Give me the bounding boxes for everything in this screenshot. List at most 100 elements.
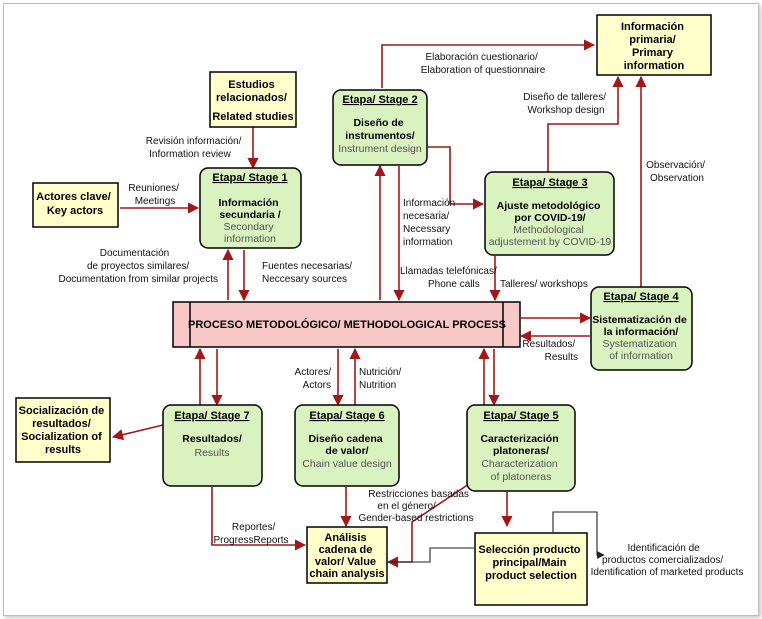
stage-5-es-1: Caracterización <box>480 433 558 445</box>
stage-6-title: Etapa/ Stage 6 <box>309 410 384 422</box>
analysis-line-3: valor/ Value <box>315 556 376 568</box>
label-restrictions-2: en el género/ <box>377 501 436 512</box>
selection-line-2: principal/Main <box>492 557 566 569</box>
label-actors: Actores/ Actors <box>295 367 334 391</box>
socialization-line-2: resultados/ <box>32 418 91 430</box>
arrow-stage7-to-analysis <box>211 487 307 551</box>
stage-1-en-2: information <box>224 233 276 245</box>
stage-2-box: Etapa/ Stage 2 Diseño de instrumentos/ I… <box>332 89 428 166</box>
label-elaboration-1: Elaboración cuestionario/ <box>425 52 538 63</box>
stage-4-title: Etapa/ Stage 4 <box>603 291 679 303</box>
primary-info-line-4: information <box>624 60 685 72</box>
selection-line-1: Selección producto <box>478 544 580 556</box>
key-actors-line-2: Key actors <box>47 205 103 217</box>
box-value-chain-analysis: Análisis cadena de valor/ Value chain an… <box>306 526 388 584</box>
stage-5-es-2: platoneras/ <box>493 445 549 457</box>
label-actors-1: Actores/ <box>295 367 332 378</box>
svg-text:Instrument design: Instrument design <box>338 143 422 155</box>
stage-7-title: Etapa/ Stage 7 <box>174 410 249 422</box>
stage-3-en-1: Methodological <box>513 224 584 236</box>
label-meetings: Reuniones/ Meetings <box>128 183 181 207</box>
label-phone-calls: Llamadas telefónicas/ Phone calls <box>400 266 500 290</box>
label-restrictions-1: Restricciones basadas <box>368 489 469 500</box>
label-sources-1: Fuentes necesarias/ <box>262 261 352 272</box>
svg-text:Diseño de instrumentos/: Diseño de instrumentos/ <box>345 117 415 142</box>
selection-line-3: product selection <box>485 570 577 582</box>
arrow-stage3-to-primary <box>547 75 624 172</box>
primary-info-line-1: Información <box>621 21 684 33</box>
stage-4-en-1: Systematization <box>602 338 676 350</box>
primary-info-line-3: Primary <box>632 47 674 59</box>
stage-1-title: Etapa/ Stage 1 <box>212 172 287 184</box>
label-documentation-2: de proyectos similares/ <box>87 261 189 272</box>
svg-text:Systematization of infor: Systematization of information <box>602 338 679 362</box>
label-restrictions: Restricciones basadas en el género/ Gend… <box>358 489 473 524</box>
label-results: Resultados/ Results <box>522 339 578 363</box>
label-observation: Observación/ Observation <box>646 160 708 184</box>
label-workshop-design: Diseño de talleres/ Workshop design <box>523 92 609 116</box>
stage-2-en-1: Instrument design <box>338 143 422 155</box>
analysis-line-1: Análisis <box>324 532 366 544</box>
label-necessary-info-3: Necessary <box>403 224 450 235</box>
related-studies-line-1: Estudios <box>228 79 274 91</box>
label-nutrition-1: Nutrición/ <box>359 367 401 378</box>
svg-text:Sistematización de la in: Sistematización de la información/ <box>592 314 689 338</box>
stage-1-es-1: Información <box>218 197 278 209</box>
svg-text:Ajuste metodológico por: Ajuste metodológico por COVID-19/ <box>497 200 604 224</box>
connector-arrows <box>111 39 647 568</box>
arrow-labels: Elaboración cuestionario/ Elaboration of… <box>59 52 744 578</box>
label-nutrition-2: Nutrition <box>359 380 396 391</box>
box-key-actors: Actores clave/ Key actors <box>32 182 119 228</box>
stage-5-en-1: Characterization <box>481 458 558 470</box>
label-phone-calls-1: Llamadas telefónicas/ <box>400 266 497 277</box>
label-observation-2: Observation <box>650 173 704 184</box>
arrow-selection-to-identification <box>552 511 605 559</box>
label-results-1: Resultados/ <box>522 339 575 350</box>
label-necessary-info-1: Información <box>403 198 455 209</box>
label-identification-2: productos comercializados/ <box>602 555 723 566</box>
process-label: PROCESO METODOLÓGICO/ METHODOLOGICAL PRO… <box>188 318 506 331</box>
label-workshops: Talleres/ workshops <box>500 279 588 290</box>
label-elaboration: Elaboración cuestionario/ Elaboration of… <box>421 52 546 76</box>
analysis-line-2: cadena de <box>319 544 373 556</box>
stage-4-box: Etapa/ Stage 4 Sistematización de la inf… <box>590 286 693 371</box>
related-studies-line-3: Related studies <box>212 111 293 123</box>
stage-4-es-1: Sistematización de <box>592 314 687 326</box>
svg-text:Actores clave/ Key actor: Actores clave/ Key actors <box>36 191 114 217</box>
label-restrictions-3: Gender-based restrictions <box>358 513 473 524</box>
label-documentation-3: Documentation from similar projects <box>59 274 219 285</box>
svg-text:Caracterización platoner: Caracterización platoneras/ <box>480 433 561 457</box>
label-necessary-info: Información necesaria/ Necessary informa… <box>403 198 458 248</box>
stage-3-en-2: adjustement by COVID-19 <box>489 236 612 248</box>
black-connectors <box>388 511 605 563</box>
svg-text:Socialización de resulta: Socialización de resultados/ Socializati… <box>19 405 108 456</box>
label-identification-1: Identificación de <box>627 543 700 554</box>
label-actors-2: Actors <box>303 380 331 391</box>
svg-text:Secondary information: Secondary information <box>223 221 276 245</box>
svg-text:Results: Results <box>194 447 229 459</box>
stage-5-title: Etapa/ Stage 5 <box>483 410 558 422</box>
stage-4-es-2: la información/ <box>604 326 679 338</box>
label-sources-2: Neccesary sources <box>262 274 347 285</box>
arrow-stage2-to-stage3 <box>428 146 485 210</box>
analysis-line-4: chain analysis <box>309 568 384 580</box>
stage-3-title: Etapa/ Stage 3 <box>512 177 587 189</box>
label-results-2: Results <box>545 352 578 363</box>
stage-6-es-2: de valor/ <box>325 445 368 457</box>
stage-5-en-2: of platoneras <box>491 471 552 483</box>
stage-7-es-1: Resultados/ <box>182 433 242 445</box>
related-studies-line-2: relacionados/ <box>216 92 287 104</box>
label-observation-1: Observación/ <box>646 160 705 171</box>
stage-6-box: Etapa/ Stage 6 Diseño cadena de valor/ C… <box>294 404 400 487</box>
label-workshop-design-1: Diseño de talleres/ <box>523 92 606 103</box>
svg-text:Characterization of plat: Characterization of platoneras <box>481 458 560 483</box>
stage-2-es-1: Diseño de <box>353 117 403 129</box>
label-necessary-info-2: necesaria/ <box>403 211 449 222</box>
stage-3-es-2: por COVID-19/ <box>514 212 585 224</box>
stage-4-en-2: of information <box>609 350 673 362</box>
label-reports-1: Reportes/ <box>232 522 276 533</box>
stage-5-box: Etapa/ Stage 5 Caracterización platonera… <box>466 404 576 492</box>
label-nutrition: Nutrición/ Nutrition <box>359 367 404 391</box>
stage-7-box: Etapa/ Stage 7 Resultados/ Results <box>162 404 263 487</box>
